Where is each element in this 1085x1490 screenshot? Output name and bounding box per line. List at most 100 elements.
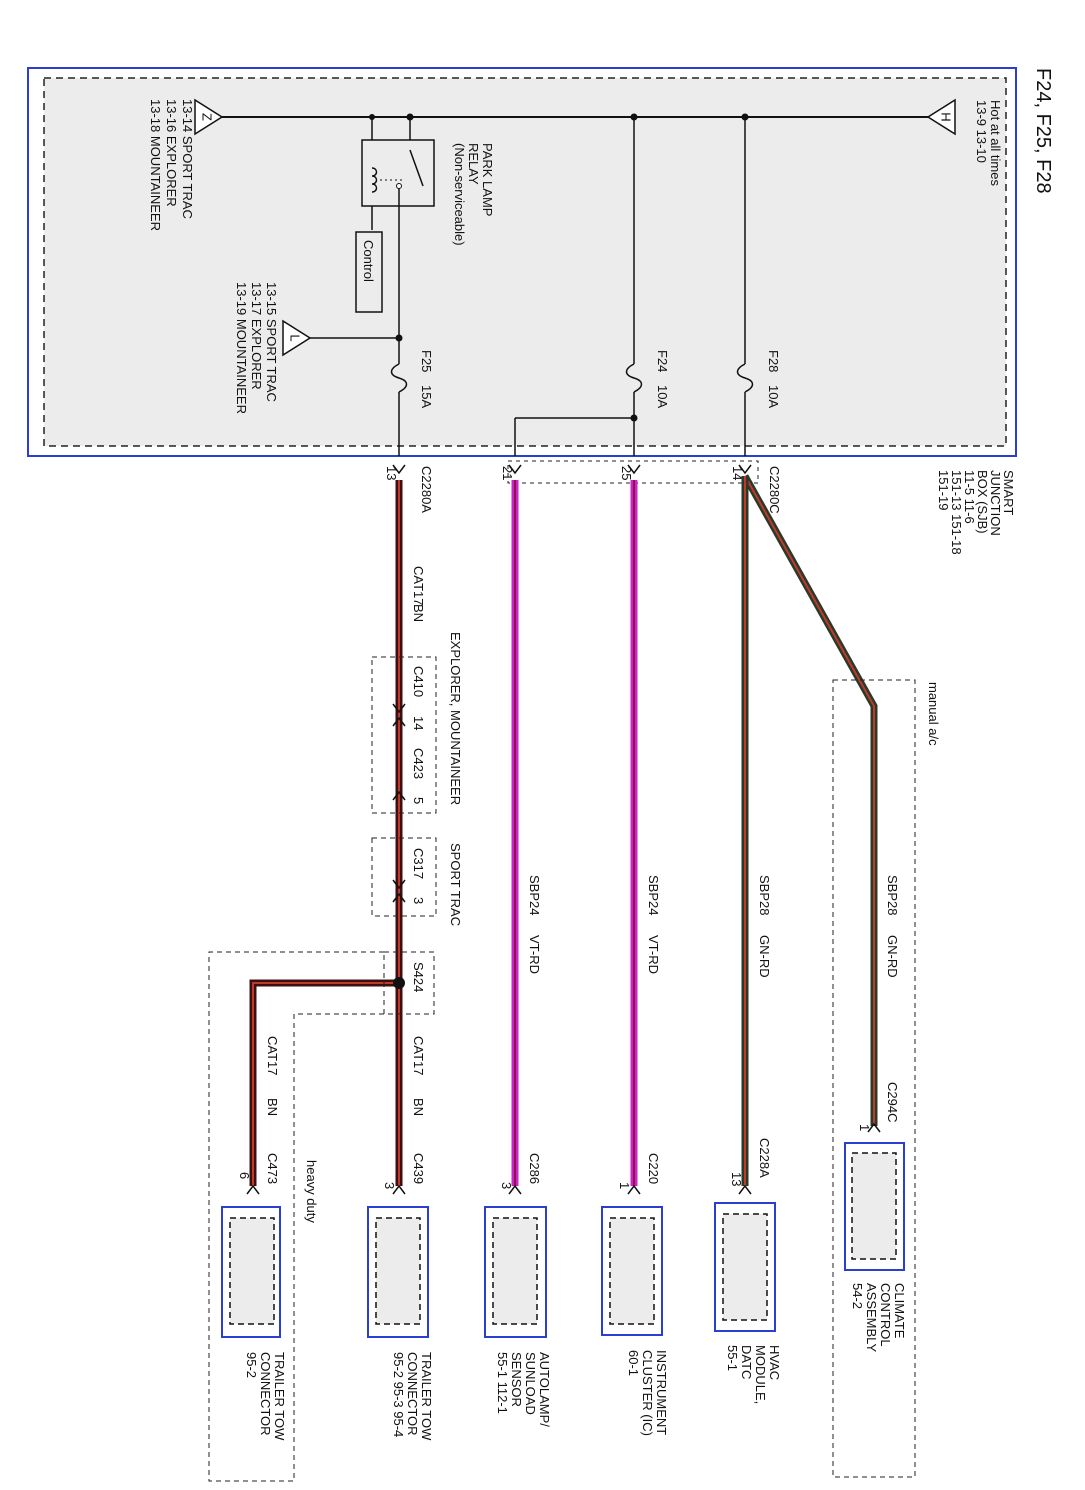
sport-trac-label: SPORT TRAC (448, 843, 463, 926)
connector-c2280c-label: C2280C (767, 466, 782, 514)
climate-pin: 1 (857, 1124, 872, 1131)
chevron-icon (392, 879, 406, 890)
park-lamp-relay (361, 139, 435, 207)
hot-at-all-times-icon (926, 98, 956, 136)
hvac-name-2: MODULE, (753, 1345, 768, 1404)
climate-name-1: CLIMATE (892, 1283, 907, 1339)
chevron-icon (392, 1184, 406, 1195)
autolamp-name-1: AUTOLAMP/ (537, 1352, 552, 1427)
explorer-mountaineer-label: EXPLORER, MOUNTAINEER (448, 632, 463, 805)
splice-s424-dot (393, 977, 405, 989)
sjb-label-6: 151-19 (936, 470, 951, 510)
fuse-f28-icon (736, 363, 754, 393)
chevron-icon (627, 1184, 641, 1195)
smart-junction-box: H Z L (27, 67, 1017, 457)
chevron-icon (627, 464, 641, 475)
pin-13-label: 13 (384, 466, 399, 480)
wire-cluster-color: VT-RD (646, 935, 661, 974)
pin-21-label: 21 (500, 466, 515, 480)
fuse-f24-icon (625, 363, 643, 393)
relay-label-3: (Non-serviceable) (452, 143, 467, 246)
autolamp-pin: 3 (499, 1182, 514, 1189)
hot-at-all-times-label: Hot at all times (988, 100, 1003, 186)
autolamp-connector: C286 (527, 1153, 542, 1184)
fuse-f24-rating: 10A (655, 385, 670, 408)
climate-control-assembly (844, 1122, 905, 1271)
wire-trailer-lower-circuit: CAT17 (411, 1036, 426, 1076)
connector-c423-pin: 5 (411, 797, 426, 804)
trailer2-name-2: CONNECTOR (258, 1352, 273, 1436)
connector-c317-pin: 3 (411, 897, 426, 904)
trailer1-connector: C439 (411, 1153, 426, 1184)
heavy-duty-region (208, 951, 384, 1482)
wire-trailer-lower-color: BN (411, 1098, 426, 1116)
climate-name-2: CONTROL (878, 1283, 893, 1347)
hvac-connector: C228A (757, 1138, 772, 1178)
relay-label-2: RELAY (466, 143, 481, 185)
connector-c2280a-label: C2280A (419, 466, 434, 513)
trailer1-pin: 3 (382, 1182, 397, 1189)
instrument-cluster (601, 1184, 663, 1336)
fuse-f28-name: F28 (766, 350, 781, 372)
wire-trailer-main-color: BN (411, 604, 426, 622)
cluster-name-1: INSTRUMENT (654, 1350, 669, 1435)
splice-s424-label: S424 (411, 962, 426, 992)
autolamp-name-3: SENSOR (509, 1352, 524, 1407)
wire-trailer-branch-circuit: CAT17 (265, 1036, 280, 1076)
fuse-f28-rating: 10A (766, 385, 781, 408)
wire-autolamp-circuit: SBP24 (527, 875, 542, 915)
connector-c423-label: C423 (411, 748, 426, 779)
l-ref-2: 13-17 EXPLORER (249, 282, 264, 390)
hvac-module (714, 1184, 776, 1332)
sjb-label-1: SMART (1001, 470, 1016, 515)
page-title: F24, F25, F28 (1032, 68, 1054, 194)
wire-climate (741, 474, 878, 1126)
cluster-connector: C220 (646, 1153, 661, 1184)
explorer-mountaineer-region (371, 656, 437, 814)
trailer1-name-2: CONNECTOR (405, 1352, 420, 1436)
l-icon-letter: L (288, 334, 303, 341)
trailer1-name-1: TRAILER TOW (419, 1352, 434, 1441)
heavy-duty-label: heavy duty (304, 1160, 319, 1223)
trailer1-name-3: 95-2 95-3 95-4 (391, 1352, 406, 1437)
wire-trailer-main-circuit: CAT17 (411, 566, 426, 606)
relay-coil-icon (371, 167, 378, 193)
splice-s424-region (383, 951, 435, 1015)
chevron-icon (246, 1184, 260, 1195)
hot-pages-label: 13-9 13-10 (974, 100, 989, 163)
hot-icon-letter: H (939, 112, 954, 121)
cluster-name-3: 60-1 (626, 1350, 641, 1376)
z-ref-3: 13-18 MOUNTAINEER (148, 99, 163, 231)
connector-c317-label: C317 (411, 848, 426, 879)
pin-25-label: 25 (619, 466, 634, 480)
wire-cluster-circuit: SBP24 (646, 875, 661, 915)
l-ref-1: 13-15 SPORT TRAC (264, 282, 279, 402)
control-box (355, 231, 383, 313)
chevron-icon (392, 703, 406, 714)
sjb-label-2: JUNCTION (988, 470, 1003, 536)
wire-autolamp-color: VT-RD (527, 935, 542, 974)
control-label: Control (361, 240, 376, 282)
chevron-icon (392, 892, 406, 903)
chevron-icon (867, 1122, 881, 1133)
wire-trailer-main (249, 480, 403, 1186)
cluster-name-2: CLUSTER (IC) (640, 1350, 655, 1436)
hvac-name-3: DATC (739, 1345, 754, 1379)
fuse-f25-name: F25 (419, 350, 434, 372)
trailer2-name-1: TRAILER TOW (272, 1352, 287, 1441)
fuse-f25-icon (390, 363, 408, 393)
z-icon-letter: Z (200, 113, 215, 121)
trailer2-name-3: 95-2 (244, 1352, 259, 1378)
trailer-tow-connector-1 (367, 1184, 429, 1338)
pin-14-label: 14 (730, 466, 745, 480)
manual-ac-region (832, 679, 916, 1478)
hvac-name-4: 55-1 (725, 1345, 740, 1371)
connector-c410-pin: 14 (411, 716, 426, 730)
autolamp-sunload-sensor (484, 1184, 547, 1338)
z-ref-1: 13-14 SPORT TRAC (180, 99, 195, 219)
sjb-label-5: 151-13 151-18 (949, 470, 964, 555)
chevron-icon (392, 716, 406, 727)
fuse-f24-name: F24 (655, 350, 670, 372)
hvac-pin: 13 (729, 1172, 744, 1186)
